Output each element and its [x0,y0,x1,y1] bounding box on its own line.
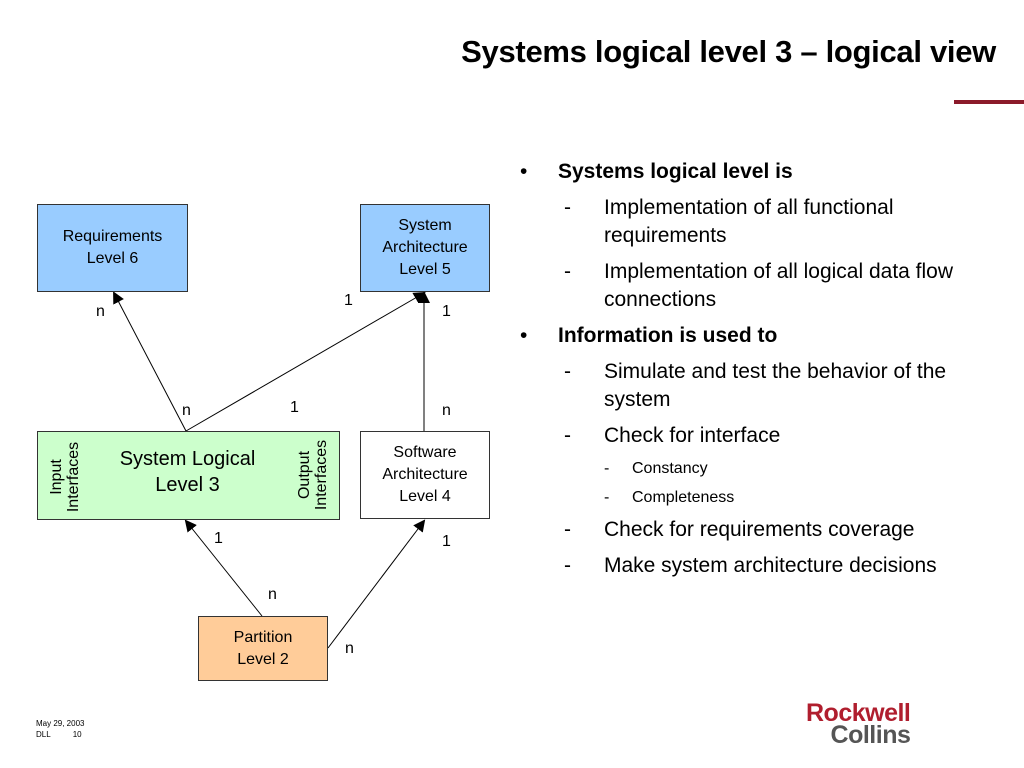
bullet-text: Information is used to [558,324,778,347]
page-title: Systems logical level 3 – logical view [461,34,996,69]
bullet-marker: - [564,260,571,283]
bullet-marker: • [520,160,528,183]
footer-page-number: 10 [72,730,82,739]
multiplicity-label: 1 [214,530,223,547]
input-interfaces-label: Input Interfaces [48,441,82,513]
bullet-text: Check for interface [604,424,781,447]
bullet-item: - Constancy [520,458,980,480]
bullet-marker: - [604,460,610,477]
logo-line-2: Collins [830,721,911,749]
bullet-text: Constancy [632,460,708,477]
bullet-text: Implementation of all logical data flow … [604,260,954,311]
multiplicity-label: 1 [442,303,451,320]
rockwell-collins-logo: Rockwell Collins [806,699,911,749]
arrow-partition-to-logical [184,519,263,617]
bullet-text: Completeness [632,489,735,506]
bullet-text: Make system architecture decisions [604,554,937,577]
slide-footer: May 29, 2003 DLL 10 [36,718,84,740]
partition-level-2-box: Partition Level 2 [198,616,328,681]
bullet-item: - Completeness [520,487,980,509]
bullet-item: - Check for requirements coverage [520,516,980,544]
bullet-marker: - [564,196,571,219]
multiplicity-label: n [268,586,277,603]
bullet-text: Systems logical level is [558,160,793,183]
arrow-logical-to-requirements [113,291,187,432]
footer-meta: DLL 10 [36,729,84,740]
bullet-marker: - [564,424,571,447]
multiplicity-label: n [345,640,354,657]
software-architecture-level-4-box: Software Architecture Level 4 [360,431,490,519]
output-interfaces-label: Output Interfaces [296,439,330,511]
bullet-text: Implementation of all functional require… [604,196,894,247]
bullet-marker: - [604,489,610,506]
system-logical-label: System Logical Level 3 [119,447,256,496]
multiplicity-label: 1 [344,292,353,309]
bullet-marker: - [564,554,571,577]
multiplicity-label: n [442,402,451,419]
bullet-item: - Check for interface [520,422,980,450]
bullet-text: Check for requirements coverage [604,518,915,541]
bullet-item: - Implementation of all logical data flow… [520,258,980,314]
bullet-item: • Information is used to [520,322,980,350]
title-divider-long [954,100,1024,104]
bullet-marker: - [564,360,571,383]
system-architecture-level-5-box: System Architecture Level 5 [360,204,490,292]
multiplicity-label: n [182,402,191,419]
arrow-partition-to-software [327,519,426,649]
footer-date: May 29, 2003 [36,719,85,728]
bullet-item: • Systems logical level is [520,158,980,186]
bullet-list: • Systems logical level is - Implementatio… [520,158,980,588]
bullet-item: - Make system architecture decisions [520,552,980,580]
bullet-marker: - [564,518,571,541]
arrow-logical-to-system-architecture [185,291,426,432]
bullet-item: - Implementation of all functional requir… [520,194,980,250]
logo-line-1: Rockwell [806,699,911,727]
bullet-text: Simulate and test the behavior of the sy… [604,360,947,411]
requirements-level-6-box: Requirements Level 6 [37,204,188,292]
bullet-marker: • [520,324,528,347]
multiplicity-label: 1 [290,399,299,416]
system-logical-level-3-box: System Logical Level 3 [37,431,340,520]
multiplicity-label: n [96,303,105,320]
footer-author: DLL [36,730,51,739]
multiplicity-label: 1 [442,533,451,550]
bullet-item: - Simulate and test the behavior of the s… [520,358,980,414]
